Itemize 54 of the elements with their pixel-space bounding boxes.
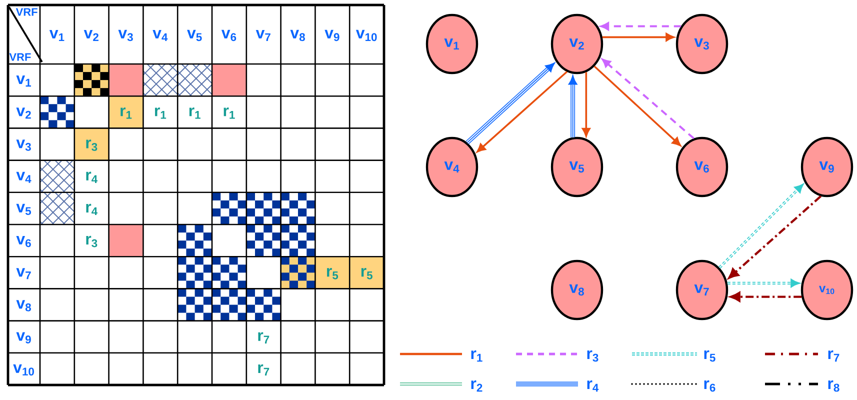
- row-header: v$_{10}$: [13, 364, 34, 376]
- table-cell: r$_{1}$: [108, 96, 144, 128]
- arrow: [602, 33, 674, 42]
- legend-label: r$_{3}$: [587, 350, 598, 362]
- table-cell: r$_{1}$: [189, 108, 200, 119]
- column-header: v$_{8}$: [290, 30, 305, 42]
- arrow: [728, 195, 822, 279]
- column-header: v$_{1}$: [49, 30, 64, 42]
- arrow: [568, 76, 577, 138]
- column-header: v$_{10}$: [356, 30, 377, 42]
- row-header: v$_{4}$: [16, 172, 32, 183]
- table-cell: r$_{5}$: [350, 256, 384, 289]
- row-header: v$_{1}$: [16, 76, 31, 87]
- legend-label: r$_{8}$: [828, 380, 840, 392]
- corner-label: VRF: [16, 8, 38, 16]
- arrow: [476, 71, 568, 152]
- row-header: v$_{8}$: [16, 300, 31, 312]
- table-cell: r$_{4}$: [86, 172, 98, 183]
- row-header: v$_{6}$: [16, 236, 31, 248]
- column-header: v$_{2}$: [84, 30, 98, 42]
- legend-label: r$_{6}$: [704, 380, 716, 392]
- arrow: [582, 72, 590, 137]
- arrow: [730, 292, 802, 302]
- column-header: v$_{5}$: [187, 30, 202, 42]
- legend-label: r$_{5}$: [704, 350, 716, 362]
- table-cell: r$_{5}$: [315, 256, 350, 289]
- row-header: v$_{5}$: [16, 204, 31, 216]
- row-header: v$_{7}$: [16, 268, 31, 280]
- arrow: [718, 184, 804, 269]
- table-cell: r$_{1}$: [154, 108, 166, 119]
- column-header: v$_{4}$: [152, 30, 168, 42]
- column-header: v$_{9}$: [324, 30, 340, 42]
- table-cell: r$_{4}$: [86, 204, 98, 216]
- row-header: v$_{3}$: [16, 140, 31, 151]
- legend-label: r$_{7}$: [828, 350, 840, 362]
- arrow: [602, 58, 694, 140]
- column-header: v$_{6}$: [221, 30, 236, 42]
- table-cell: r$_{1}$: [224, 108, 235, 119]
- arrow: [726, 279, 799, 288]
- column-header: v$_{3}$: [118, 30, 133, 42]
- arrow: [594, 66, 681, 146]
- corner-label: VRF: [9, 53, 31, 61]
- arrow: [600, 22, 681, 30]
- legend-label: r$_{4}$: [587, 380, 599, 392]
- legend-label: r$_{1}$: [471, 350, 482, 362]
- table-cell: r$_{3}$: [74, 128, 109, 160]
- arrow: [466, 63, 554, 144]
- row-header: v$_{9}$: [16, 332, 31, 344]
- legend-label: r$_{2}$: [471, 380, 482, 392]
- table-cell: r$_{7}$: [258, 364, 270, 376]
- column-header: v$_{7}$: [256, 30, 270, 42]
- table-cell: r$_{3}$: [86, 236, 98, 248]
- row-header: v$_{2}$: [16, 108, 31, 119]
- table-cell: r$_{7}$: [258, 332, 270, 344]
